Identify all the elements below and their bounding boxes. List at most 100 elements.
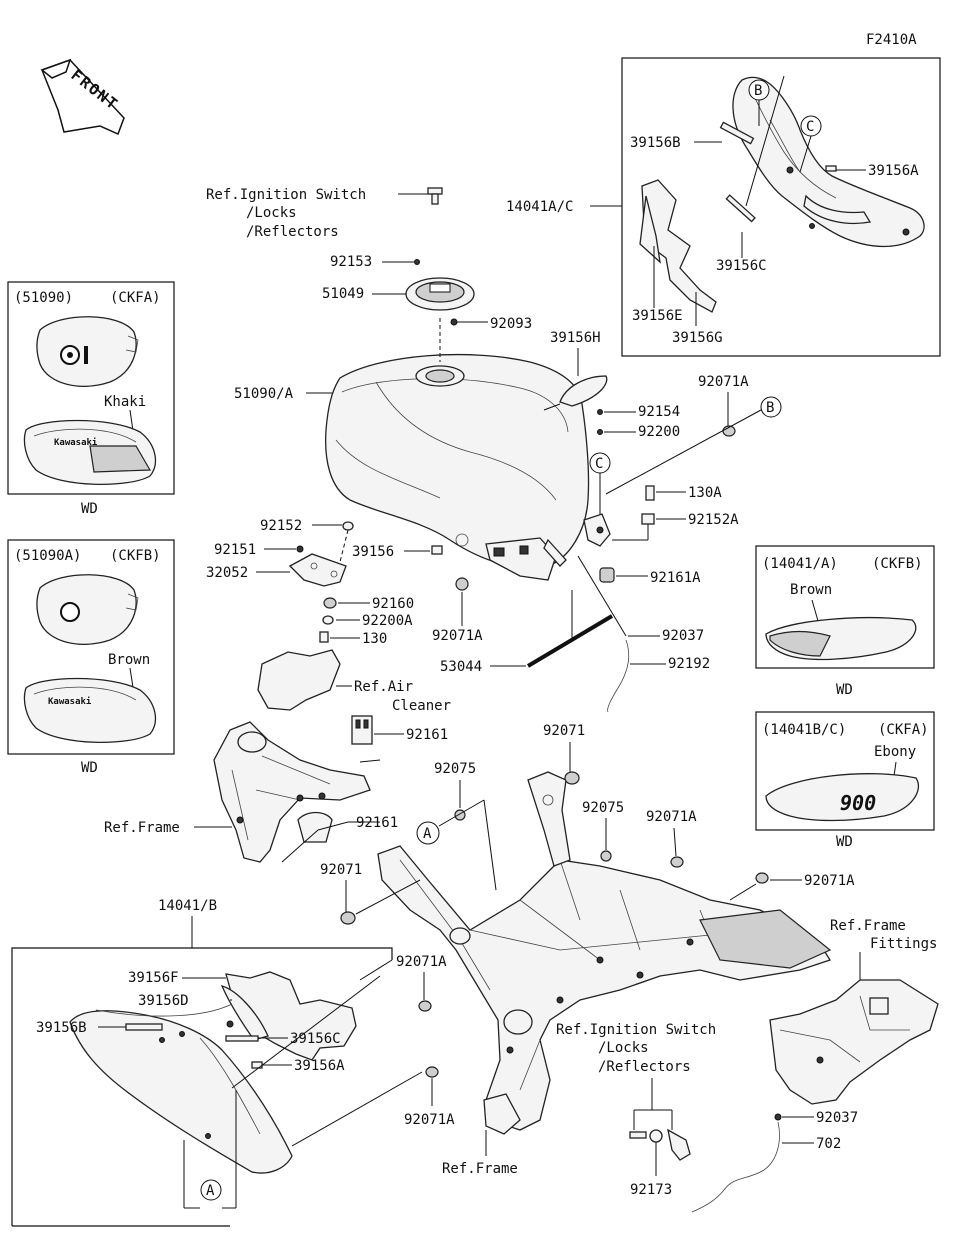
ref-ignition-bot-3: /Reflectors <box>598 1059 691 1075</box>
callout-92192: 92192 <box>668 656 710 672</box>
variant-region: WD <box>81 501 98 517</box>
letter-c-tank: C <box>595 456 603 472</box>
callout-130A: 130A <box>688 485 722 501</box>
callout-39156H: 39156H <box>550 330 601 346</box>
ref-ignition-top-3: /Reflectors <box>246 224 339 240</box>
front-arrow-icon: FRONT <box>40 58 125 136</box>
variant-code: (CKFA) <box>878 722 929 738</box>
callout-39156A-top: 39156A <box>868 163 919 179</box>
ref-ignition-bot-2: /Locks <box>598 1040 649 1056</box>
variant-part: (51090) <box>14 290 73 306</box>
callout-32052: 32052 <box>206 565 248 581</box>
variant-box-51090-ckfa: (51090) (CKFA) Khaki Kawasaki WD <box>7 281 175 517</box>
callout-39156C-bot: 39156C <box>290 1031 341 1047</box>
inset-side-cover-left: 39156F 39156D 39156B 39156C 39156A A <box>11 947 423 1227</box>
ref-frame-bottom: Ref.Frame <box>442 1161 518 1177</box>
variant-region: WD <box>81 760 98 776</box>
ref-frame-fittings-2: Fittings <box>870 936 937 952</box>
callout-92161-a: 92161 <box>406 727 448 743</box>
inset-side-cover-right: 14041A/C 39156B 39156A 39156C 39156E 391… <box>506 57 941 357</box>
tank-logo: Kawasaki <box>54 437 98 448</box>
bolt-top-icon <box>427 187 443 205</box>
ref-ignition-top-2: /Locks <box>246 205 297 221</box>
callout-92160: 92160 <box>372 596 414 612</box>
letter-a-inset: A <box>206 1183 215 1199</box>
main-frame <box>377 771 832 1135</box>
variant-part: (14041/A) <box>762 556 838 572</box>
letter-b-inset: B <box>754 83 762 99</box>
callout-39156F-bot: 39156F <box>128 970 179 986</box>
callout-51090A: 51090/A <box>234 386 294 402</box>
callout-92037-mid: 92037 <box>662 628 704 644</box>
callout-92151: 92151 <box>214 542 256 558</box>
callout-92071A-b: 92071A <box>646 809 697 825</box>
variant-box-14041a-ckfb: (14041/A) (CKFB) Brown WD <box>755 545 935 698</box>
callout-92075-b: 92075 <box>582 800 624 816</box>
callout-92037-bot: 92037 <box>816 1110 858 1126</box>
callout-92071-a: 92071 <box>543 723 585 739</box>
variant-region: WD <box>836 834 853 850</box>
callout-14041AC: 14041A/C <box>506 199 573 215</box>
ref-air-cleaner-2: Cleaner <box>392 698 451 714</box>
callout-39156G-top: 39156G <box>672 330 723 346</box>
callout-130: 130 <box>362 631 387 647</box>
variant-code: (CKFA) <box>110 290 161 306</box>
callout-92071A-d: 92071A <box>404 1112 455 1128</box>
callout-92152: 92152 <box>260 518 302 534</box>
callout-39156D-bot: 39156D <box>138 993 189 1009</box>
ref-air-cleaner-1: Ref.Air <box>354 679 413 695</box>
variant-box-14041bc-ckfa: (14041B/C) (CKFA) Ebony 900 WD <box>755 711 935 850</box>
variant-color: Ebony <box>874 744 916 760</box>
callout-39156B-bot: 39156B <box>36 1020 87 1036</box>
callout-92161-b-visible: 92161 <box>356 815 398 831</box>
fuel-tank <box>324 318 590 581</box>
frame-head-ref <box>213 721 381 863</box>
variant-box-51090a-ckfb: (51090A) (CKFB) Brown Kawasaki WD <box>7 539 175 776</box>
callout-92071A-right: 92071A <box>804 873 855 889</box>
letter-c-inset: C <box>806 119 814 135</box>
variant-color: Brown <box>790 582 832 598</box>
letter-a-frame: A <box>423 826 432 842</box>
fuel-cap-icon <box>405 277 475 311</box>
callout-92071-b: 92071 <box>320 862 362 878</box>
variant-part: (14041B/C) <box>762 722 846 738</box>
callout-53044: 53044 <box>440 659 482 675</box>
variant-color: Khaki <box>104 394 146 410</box>
rear-fender-ref <box>769 979 939 1105</box>
variant-code: (CKFB) <box>110 548 161 564</box>
ref-ignition-bot-1: Ref.Ignition Switch <box>556 1022 716 1038</box>
callout-39156B-top: 39156B <box>630 135 681 151</box>
callout-92161A: 92161A <box>650 570 701 586</box>
ref-frame-fittings-1: Ref.Frame <box>830 918 906 934</box>
reflector-bracket-icon <box>629 1128 691 1161</box>
callout-39156: 39156 <box>352 544 394 560</box>
callout-39156A-bot: 39156A <box>294 1058 345 1074</box>
ref-frame-left: Ref.Frame <box>104 820 180 836</box>
callout-92071A-top: 92071A <box>698 374 749 390</box>
callout-92093: 92093 <box>490 316 532 332</box>
variant-region: WD <box>836 682 853 698</box>
callout-92071A-mid: 92071A <box>432 628 483 644</box>
callout-39156C-top: 39156C <box>716 258 767 274</box>
callout-92153: 92153 <box>330 254 372 270</box>
callout-92200: 92200 <box>638 424 680 440</box>
callout-14041B: 14041/B <box>158 898 217 914</box>
variant-part: (51090A) <box>14 548 81 564</box>
callout-92173: 92173 <box>630 1182 672 1198</box>
ref-ignition-top-1: Ref.Ignition Switch <box>206 187 366 203</box>
callout-92200A: 92200A <box>362 613 413 629</box>
callout-92071A-c: 92071A <box>396 954 447 970</box>
callout-702: 702 <box>816 1136 841 1152</box>
variant-color: Brown <box>108 652 150 668</box>
callout-92075-a: 92075 <box>434 761 476 777</box>
letter-b-tank: B <box>766 400 774 416</box>
callout-39156E-top: 39156E <box>632 308 683 324</box>
callout-92152A: 92152A <box>688 512 739 528</box>
callout-92154: 92154 <box>638 404 680 420</box>
figure-code: F2410A <box>866 32 917 48</box>
tank-logo: Kawasaki <box>48 696 92 707</box>
variant-code: (CKFB) <box>872 556 923 572</box>
callout-51049: 51049 <box>322 286 364 302</box>
cover-logo: 900 <box>840 791 876 815</box>
